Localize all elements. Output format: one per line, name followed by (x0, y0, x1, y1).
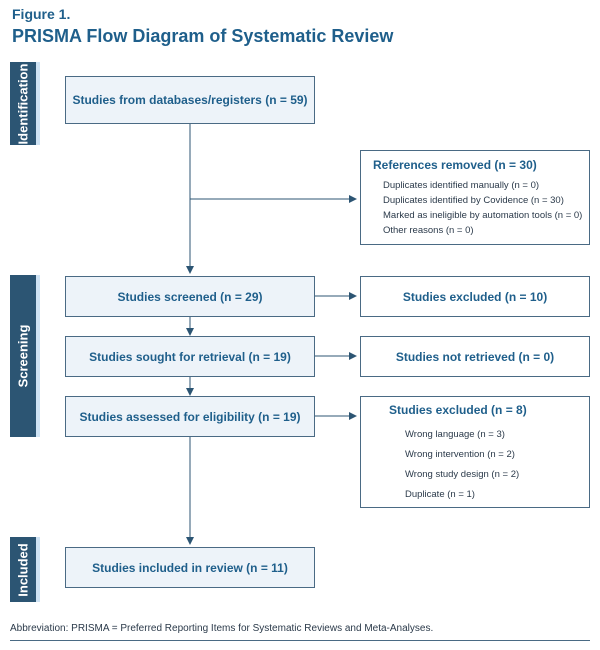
footnote: Abbreviation: PRISMA = Preferred Reporti… (10, 623, 434, 634)
box-sought: Studies sought for retrieval (n = 19) (65, 336, 315, 377)
box-excluded-eligibility: Studies excluded (n = 8) Wrong language … (360, 396, 590, 508)
removed-item: Duplicates identified by Covidence (n = … (383, 195, 564, 206)
box-included: Studies included in review (n = 11) (65, 547, 315, 588)
box-screened: Studies screened (n = 29) (65, 276, 315, 317)
excluded-reason: Duplicate (n = 1) (405, 489, 475, 500)
phase-identification: Identification (10, 62, 40, 145)
figure-title: PRISMA Flow Diagram of Systematic Review (12, 26, 394, 46)
box-references-removed: References removed (n = 30) Duplicates i… (360, 150, 590, 245)
footer-rule (10, 640, 590, 641)
excluded-eligibility-title: Studies excluded (n = 8) (389, 403, 527, 417)
figure-label: Figure 1. (12, 6, 71, 22)
excluded-reason: Wrong language (n = 3) (405, 429, 505, 440)
excluded-reason: Wrong intervention (n = 2) (405, 449, 515, 460)
box-assessed: Studies assessed for eligibility (n = 19… (65, 396, 315, 437)
phase-screening: Screening (10, 275, 40, 437)
box-databases: Studies from databases/registers (n = 59… (65, 76, 315, 124)
box-excluded-screening: Studies excluded (n = 10) (360, 276, 590, 317)
excluded-reason: Wrong study design (n = 2) (405, 469, 520, 480)
phase-included: Included (10, 537, 40, 602)
box-not-retrieved: Studies not retrieved (n = 0) (360, 336, 590, 377)
removed-item: Other reasons (n = 0) (383, 225, 474, 236)
references-removed-title: References removed (n = 30) (373, 158, 537, 172)
removed-item: Marked as ineligible by automation tools… (383, 210, 583, 221)
removed-item: Duplicates identified manually (n = 0) (383, 180, 540, 191)
